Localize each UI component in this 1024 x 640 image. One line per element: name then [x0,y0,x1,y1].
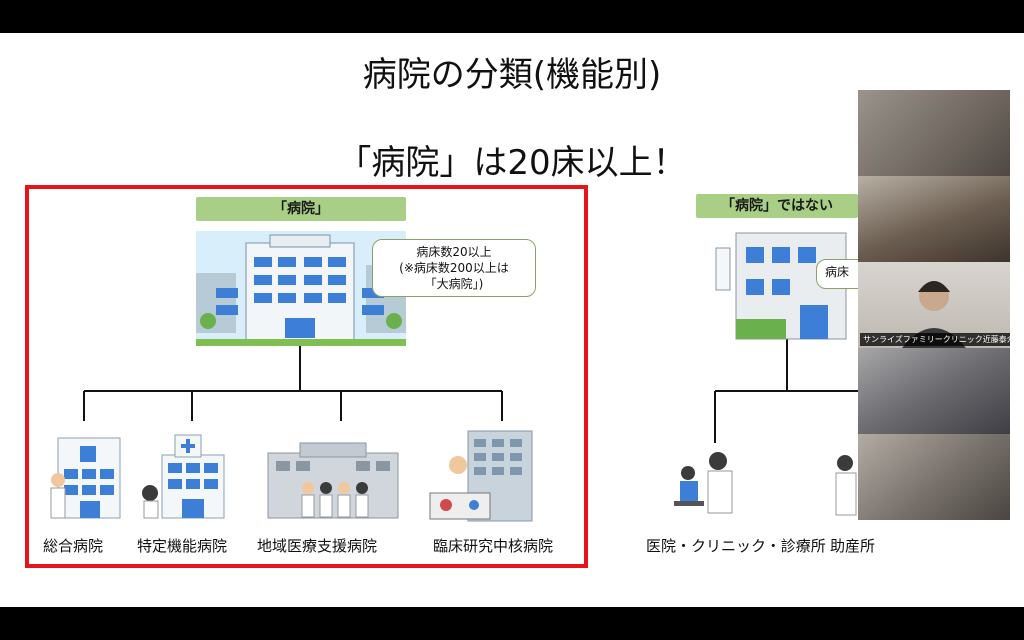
specific-function-hospital-illustration [142,434,225,519]
clinic-doctor-illustration [674,452,733,514]
hospital-highlight-box [25,185,588,568]
tree-lines-right [714,338,858,443]
classification-tree [50,231,858,522]
main-hospital-illustration [196,231,406,346]
bed-count-bubble: 病床数20以上 (※病床数200以上は 「大病院」) [372,239,536,297]
bubble-line-1: 病床数20以上 [416,245,492,259]
bubble-line-3: 「大病院」) [424,277,484,291]
participant-tile-2[interactable] [858,176,1010,262]
midwife-illustration [835,455,857,516]
active-participant-name: サンライズファミリークリニック近藤泰介 [860,333,1010,346]
clinical-research-hospital-illustration [429,430,533,522]
caption-midwifery: 助産所 [830,537,876,555]
participant-tile-4[interactable] [858,348,1010,434]
slide-subtitle: 「病院」は20床以上！ [337,143,687,183]
caption-clinic: 医院・クリニック・診療所 [646,537,826,555]
regional-support-hospital-illustration [267,442,399,519]
non-hospital-bubble-text: 病床 [825,265,850,279]
non-hospital-label: 「病院」ではない [696,194,858,218]
participant-tile-5[interactable] [858,434,1010,520]
participant-tile-active[interactable]: サンライズファミリークリニック近藤泰介 [858,262,1010,348]
slide-title: 病院の分類(機能別) [362,55,662,95]
hospital-label: 「病院」 [196,197,406,221]
participant-tile-1[interactable] [858,90,1010,176]
caption-clinical-research-hospital: 臨床研究中核病院 [433,537,554,555]
participants-panel: サンライズファミリークリニック近藤泰介 [858,90,1010,520]
slide: 病院の分類(機能別) 「病院」は20床以上！ [0,33,1024,607]
tree-lines-left [83,346,503,421]
caption-specific-function-hospital: 特定機能病院 [137,537,228,555]
caption-regional-support-hospital: 地域医療支援病院 [257,537,378,555]
general-hospital-illustration [50,437,121,519]
caption-general-hospital: 総合病院 [43,537,104,555]
bubble-line-2: (※病床数200以上は [399,261,509,275]
